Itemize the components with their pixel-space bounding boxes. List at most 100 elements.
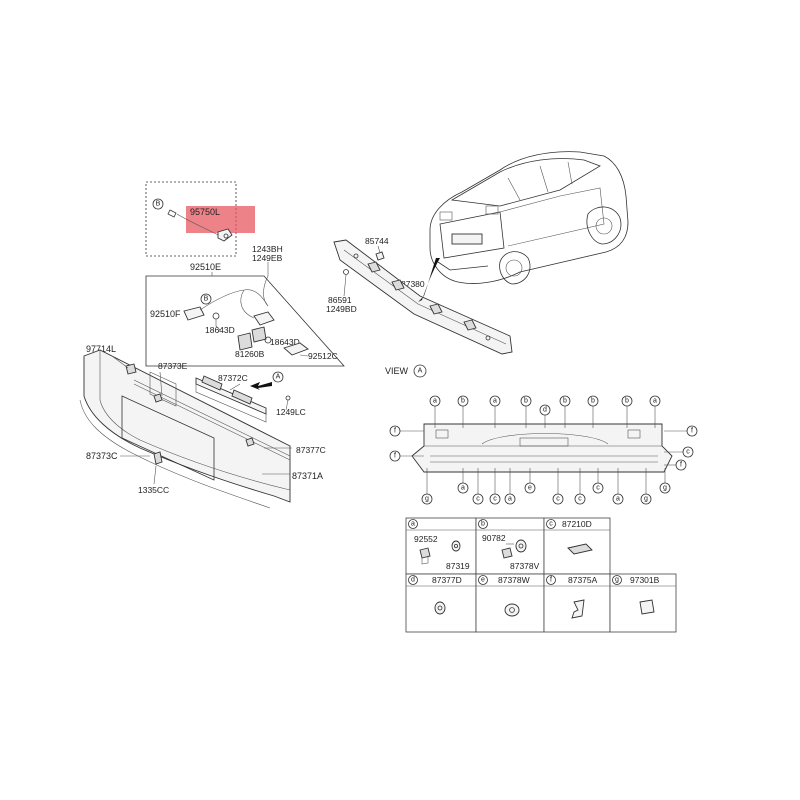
legend-d-grommet [434,601,446,615]
view-bottom-key-11-label: g [663,485,667,492]
view-top-key-8-label: a [653,398,657,405]
view-top-key-2: a [489,395,501,428]
view-label: VIEW [385,366,409,376]
legend-key-d-label: d [411,577,415,584]
callout-92512C: 92512C [308,351,338,361]
legend-key-a: a [408,519,418,529]
view-bottom-key-2: c [472,468,484,505]
legend-key-b-label: b [481,521,485,528]
garnish-panel [79,349,291,509]
sensor-wire-part [167,209,233,242]
legend-cell-b [475,517,545,575]
legend-g-pad [639,599,655,615]
view-bottom-key-9-label: a [616,496,620,503]
callout-1249LC: 1249LC [276,407,306,417]
view-bottom-key-4: a [504,468,516,505]
marker-b-circle: B [152,198,164,210]
view-bottom-key-3-label: c [493,496,497,503]
legend-part-97301B: 97301B [630,575,660,585]
callout-87373C: 87373C [86,451,118,461]
legend-cell-c [543,517,611,575]
legend-b-fasteners [501,539,527,559]
harness-bracket-line [145,275,345,367]
view-top-key-8: a [649,395,661,428]
view-bottom-key-8: c [592,468,604,494]
legend-key-a-label: a [411,521,415,528]
view-bottom-key-6-label: c [556,496,560,503]
view-top-key-0-label: a [433,398,437,405]
legend-part-87378V: 87378V [510,561,540,571]
view-bottom-key-9: a [612,468,624,505]
legend-cell-e [475,573,545,633]
view-bottom-key-1: a [457,468,469,494]
view-right-key-1-label: c [686,449,690,456]
view-top-key-4: d [539,404,551,428]
view-right-key-2: f [664,459,687,471]
marker-a-label: A [276,374,281,381]
view-left-key-1-label: f [394,453,396,460]
view-top-key-3-label: b [524,398,528,405]
detail-dashed-box [145,181,237,257]
legend-part-87319: 87319 [446,561,470,571]
legend-e-grommet [504,603,520,617]
legend-cell-f [543,573,611,633]
legend-part-90782: 90782 [482,533,506,543]
view-bottom-key-10: g [640,468,652,505]
view-right-key-2-label: f [680,462,682,469]
license-lamp-assembly [195,375,267,423]
view-ref: A [418,368,423,375]
view-bottom-key-1-label: a [461,485,465,492]
view-top-key-7-label: b [625,398,629,405]
legend-key-f: f [546,575,556,585]
view-right-key-0: f [664,425,698,437]
garnish-clips [111,355,292,485]
legend-part-87378W: 87378W [498,575,530,585]
view-bottom-key-3: c [489,468,501,505]
legend-key-d: d [408,575,418,585]
part-highlight [186,206,255,233]
harness-parts [183,275,309,357]
view-top-key-5: b [559,395,571,428]
view-top-key-6: b [587,395,599,428]
vehicle-illustration [429,151,629,285]
view-bottom-key-5: e [524,468,536,494]
view-top-key-1-label: b [461,398,465,405]
callout-85744: 85744 [365,236,389,246]
view-bottom-key-11: g [659,468,671,494]
view-top-key-4-label: d [543,407,547,414]
legend-grid [405,517,677,633]
callout-87371A: 87371A [292,471,323,481]
legend-key-c: c [546,519,556,529]
view-top-key-2-label: a [493,398,497,405]
view-top-key-3: b [520,395,532,428]
view-top-key-0: a [429,395,441,428]
callout-18643D-b: 18643D [270,337,300,347]
legend-key-g: g [612,575,622,585]
legend-key-g-label: g [615,577,619,584]
callout-86591: 86591 [328,295,352,305]
callout-95750L: 95750L [190,207,220,217]
legend-key-b: b [478,519,488,529]
legend-key-f-label: f [550,577,552,584]
view-bottom-key-7-label: c [578,496,582,503]
callout-87373E: 87373E [158,361,188,371]
marker-b-circle-2: B [200,293,212,305]
view-bottom-key-2-label: c [476,496,480,503]
callout-87380: 87380 [401,279,425,289]
view-left-key-0: f [389,425,424,437]
view-bottom-key-5-label: e [528,485,532,492]
legend-part-87210D: 87210D [562,519,592,529]
legend-f-clip [571,599,585,619]
legend-part-87377D: 87377D [432,575,462,585]
view-right-key-1: c [664,446,694,458]
marker-b-label-2: B [204,296,209,303]
view-right-key-0-label: f [691,428,693,435]
legend-c-pad [567,543,593,555]
callout-1249BD: 1249BD [326,304,357,314]
marker-b-label: B [156,201,161,208]
legend-part-87375A: 87375A [568,575,598,585]
legend-key-c-label: c [549,521,553,528]
